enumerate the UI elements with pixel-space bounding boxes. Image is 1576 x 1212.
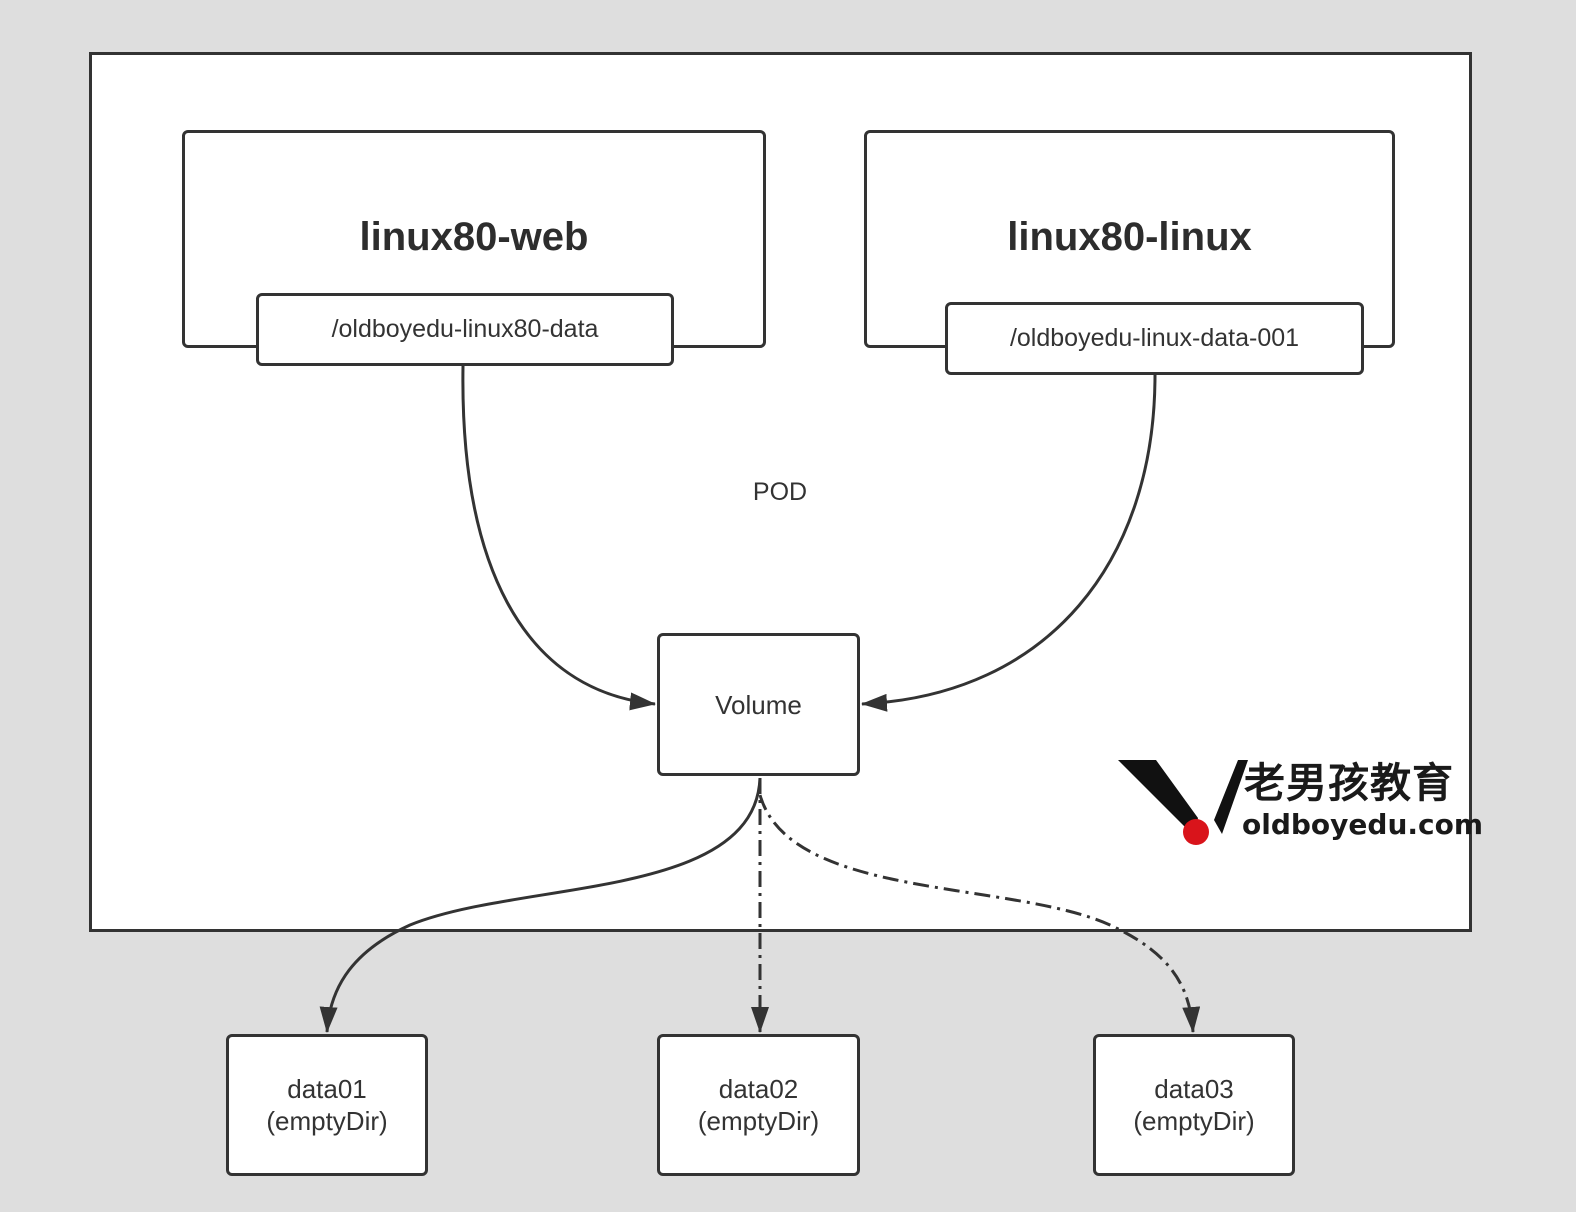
link-web-to-volume	[461, 365, 656, 711]
storage-data03: data03 (emptyDir)	[1093, 1034, 1295, 1176]
link-volume-to-data03	[758, 794, 1201, 1033]
storage-type: (emptyDir)	[1133, 1106, 1255, 1136]
logo-v-mark-icon	[1118, 760, 1248, 845]
mount-path-linux80-web: /oldboyedu-linux80-data	[256, 293, 674, 366]
storage-name: data01	[287, 1074, 367, 1104]
container-title: linux80-linux	[1007, 215, 1252, 259]
mount-path-linux80-linux: /oldboyedu-linux-data-001	[945, 302, 1364, 375]
mount-path-label: /oldboyedu-linux80-data	[331, 315, 599, 343]
storage-data01: data01 (emptyDir)	[226, 1034, 428, 1176]
volume-box: Volume	[657, 633, 860, 776]
pod-label: POD	[752, 478, 808, 506]
storage-type: (emptyDir)	[266, 1106, 388, 1136]
storage-name: data02	[718, 1074, 799, 1104]
storage-name: data03	[1154, 1074, 1234, 1104]
link-volume-to-data01	[319, 777, 762, 1033]
oldboyedu-logo: 老男孩教育 oldboyedu.com	[1118, 758, 1483, 850]
container-title: linux80-web	[359, 215, 589, 259]
volume-label: Volume	[715, 689, 802, 720]
storage-data02: data02 (emptyDir)	[657, 1034, 860, 1176]
logo-text-en: oldboyedu.com	[1242, 808, 1484, 841]
mount-path-label: /oldboyedu-linux-data-001	[1009, 324, 1300, 352]
link-linux-to-volume	[861, 374, 1157, 712]
storage-type: (emptyDir)	[697, 1106, 820, 1136]
logo-text-cn: 老男孩教育	[1244, 760, 1454, 806]
